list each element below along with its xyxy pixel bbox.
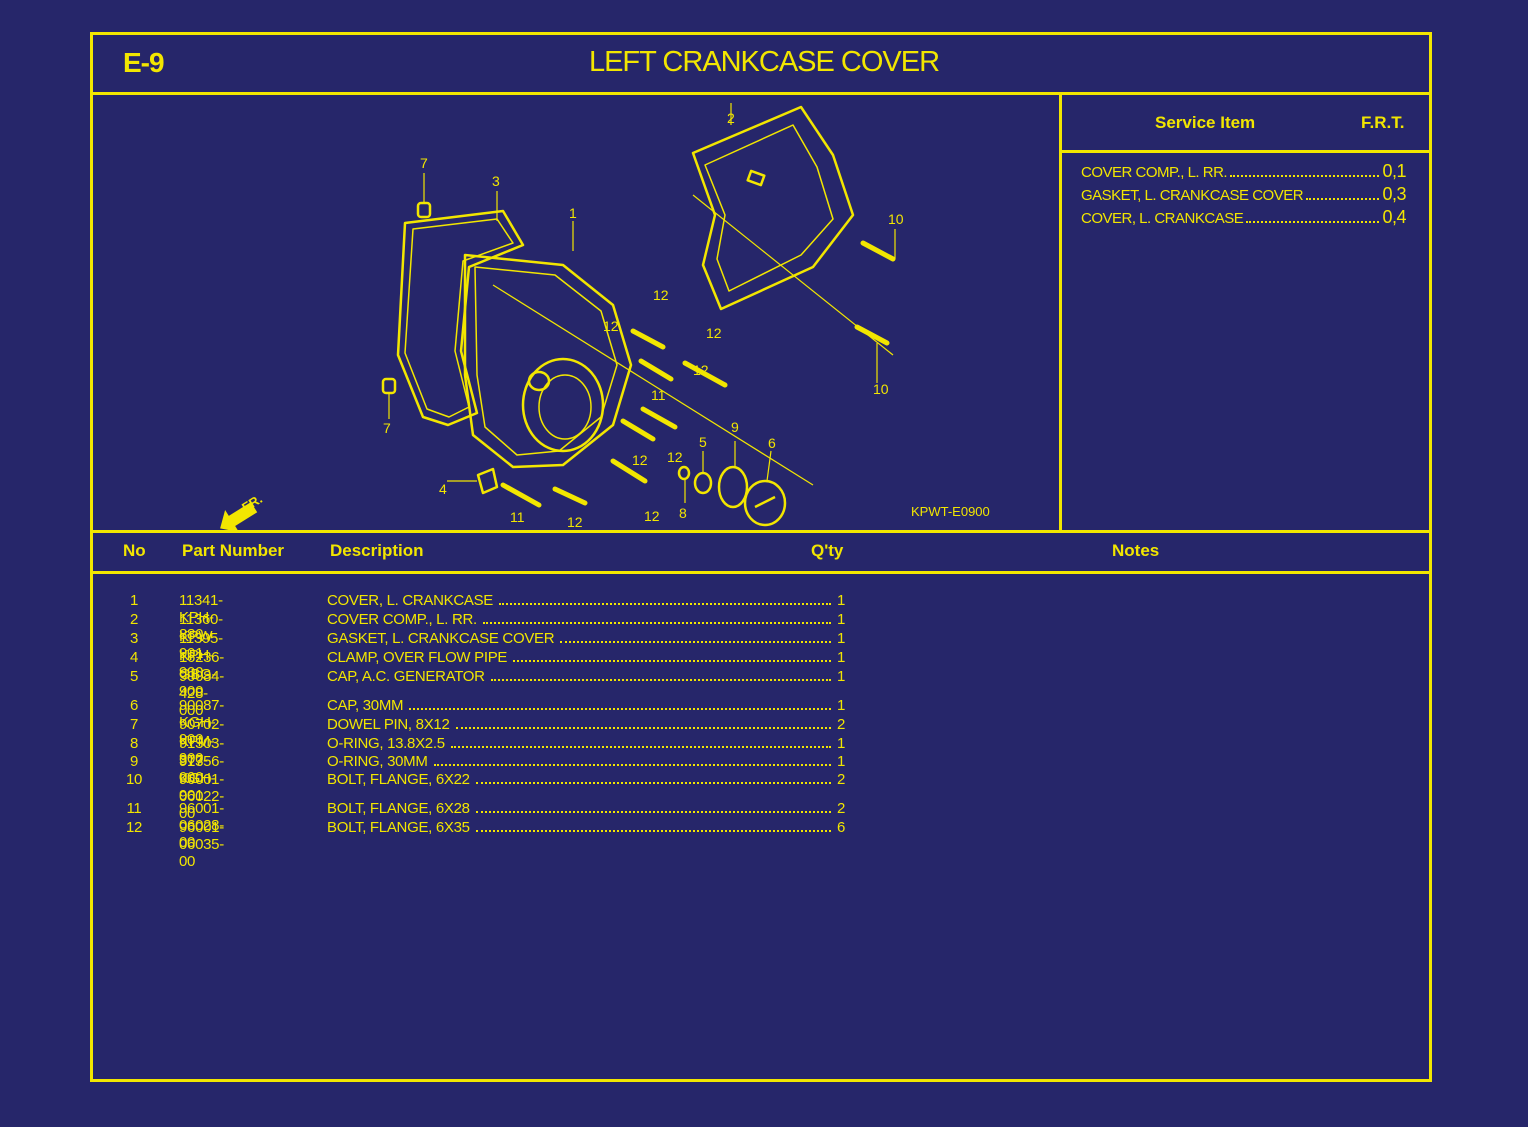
callout: 4: [439, 481, 447, 497]
service-item: COVER, L. CRANKCASE: [1081, 210, 1244, 227]
flange-bolts: [500, 240, 896, 508]
header-divider: [93, 92, 1429, 95]
page-title: LEFT CRANKCASE COVER: [588, 46, 940, 78]
cap-30mm: [743, 479, 787, 527]
col-qty: Q'ty: [811, 541, 844, 560]
callout: 11: [510, 509, 525, 525]
callout: 12: [567, 514, 583, 530]
callout: 8: [679, 505, 687, 521]
leader-lines: [388, 103, 896, 503]
main-cover-outline: [463, 253, 633, 469]
o-ring-small: [677, 465, 691, 481]
gasket-outline: [396, 209, 525, 427]
callout: 10: [873, 381, 889, 397]
callout: 7: [383, 420, 391, 436]
callout: 1: [569, 205, 577, 221]
callout: 9: [731, 419, 739, 435]
service-frt: 0,3: [1382, 184, 1406, 204]
callout: 5: [699, 434, 707, 450]
service-row: COVER COMP., L. RR. 0,1: [1081, 161, 1406, 182]
service-item: GASKET, L. CRANKCASE COVER: [1081, 187, 1304, 204]
callout: 12: [632, 452, 648, 468]
rear-cover-outline: [691, 105, 855, 311]
exploded-diagram: 1 2 3 4 5 6 7 7 8 9 10 10 11 11 12 12 12…: [220, 103, 990, 532]
callout: 12: [603, 318, 619, 334]
service-row: COVER, L. CRANKCASE 0,4: [1081, 207, 1406, 228]
callout: 12: [667, 449, 683, 465]
callout: 6: [768, 435, 776, 451]
overflow-clamp: [476, 467, 499, 495]
col-notes: Notes: [1112, 541, 1160, 560]
col-no: No: [123, 541, 146, 560]
parts-sheet: E-9 LEFT CRANKCASE COVER Service Item F.…: [90, 32, 1432, 1082]
o-ring-30mm: [717, 465, 749, 509]
panel-divider: [1059, 92, 1062, 533]
frt-header: F.R.T.: [1361, 113, 1405, 132]
service-row: GASKET, L. CRANKCASE COVER 0,3: [1081, 184, 1406, 205]
service-frt: 0,4: [1382, 207, 1406, 227]
table-header-divider: [93, 571, 1429, 574]
callout: 10: [888, 211, 904, 227]
callout: 11: [651, 387, 666, 403]
callout: 3: [492, 173, 500, 189]
diagram-ref-code: KPWT-E0900: [911, 504, 990, 519]
callout: 7: [420, 155, 428, 171]
callout-labels: 1 2 3 4 5 6 7 7 8 9 10 10 11 11 12 12 12…: [220, 110, 990, 532]
front-arrow-icon: FR.: [220, 491, 265, 532]
callout: 12: [693, 362, 709, 378]
diagram-bottom-divider: [93, 530, 1429, 533]
section-code: E-9: [123, 47, 165, 78]
service-frt: 0,1: [1382, 161, 1406, 181]
service-item-header: Service Item: [1155, 113, 1256, 132]
callout: 2: [727, 110, 735, 126]
dowel-pin: [381, 377, 397, 395]
col-part-number: Part Number: [182, 541, 285, 560]
cap-ac-generator: [693, 471, 713, 495]
service-header-divider: [1059, 150, 1429, 153]
col-description: Description: [330, 541, 424, 560]
dowel-pin: [416, 201, 432, 219]
service-item: COVER COMP., L. RR.: [1081, 164, 1228, 181]
callout: 12: [644, 508, 660, 524]
callout: 12: [706, 325, 722, 341]
callout: 12: [653, 287, 669, 303]
